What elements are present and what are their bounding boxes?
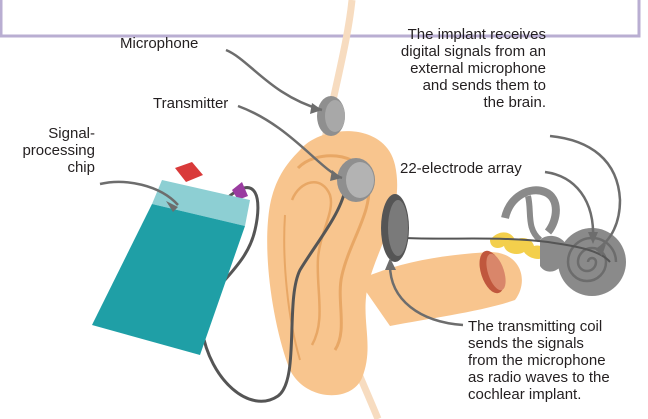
label-implant-line-3: external microphone	[370, 60, 546, 77]
label-coil-line-3: from the microphone	[468, 352, 646, 369]
label-implant-line-5: the brain.	[370, 94, 546, 111]
label-electrode-array: 22-electrode array	[400, 160, 522, 177]
label-coil-line-4: as radio waves to the	[468, 369, 646, 386]
label-coil-description: The transmitting coil sends the signals …	[468, 318, 646, 403]
implant-receiver-face	[388, 200, 408, 256]
label-implant-line-4: and sends them to	[370, 77, 546, 94]
label-signal-chip: Signal- processing chip	[20, 125, 95, 176]
microphone-disc-face	[325, 100, 345, 132]
label-transmitter: Transmitter	[153, 95, 228, 112]
label-coil-line-1: The transmitting coil	[468, 318, 646, 335]
red-button	[175, 162, 203, 182]
label-signal-chip-line-3: chip	[20, 159, 95, 176]
semicircular-canal-2	[528, 196, 540, 240]
label-implant-description: The implant receives digital signals fro…	[370, 26, 546, 111]
label-microphone: Microphone	[120, 35, 198, 52]
label-coil-line-5: cochlear implant.	[468, 386, 646, 403]
label-implant-line-1: The implant receives	[370, 26, 546, 43]
label-implant-line-2: digital signals from an	[370, 43, 546, 60]
label-signal-chip-line-1: Signal-	[20, 125, 95, 142]
transmitter-disc-face	[346, 162, 374, 198]
leader-microphone	[226, 50, 322, 110]
signal-processing-device	[92, 204, 245, 355]
label-signal-chip-line-2: processing	[20, 142, 95, 159]
label-coil-line-2: sends the signals	[468, 335, 646, 352]
